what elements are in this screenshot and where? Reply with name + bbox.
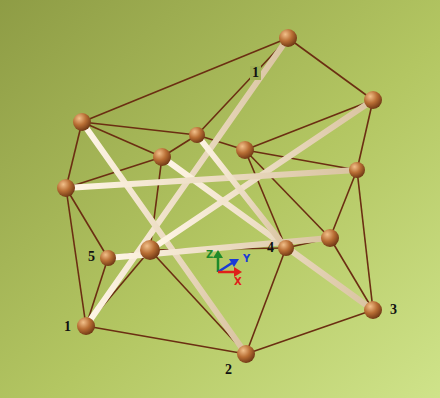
axis-label: X bbox=[234, 277, 242, 287]
callout-number: 4 bbox=[267, 241, 274, 255]
callout-number: 3 bbox=[390, 303, 397, 317]
callout-number: 2 bbox=[225, 363, 232, 377]
axes-triad bbox=[213, 250, 242, 277]
struts bbox=[66, 38, 373, 354]
callout-number: 1 bbox=[250, 66, 261, 80]
callout-number: 1 bbox=[64, 320, 71, 334]
axis-label: Y bbox=[243, 254, 250, 264]
cables bbox=[66, 38, 373, 354]
joint-spheres bbox=[57, 29, 382, 363]
axis-label: Z bbox=[206, 250, 213, 260]
callout-number: 5 bbox=[88, 250, 95, 264]
